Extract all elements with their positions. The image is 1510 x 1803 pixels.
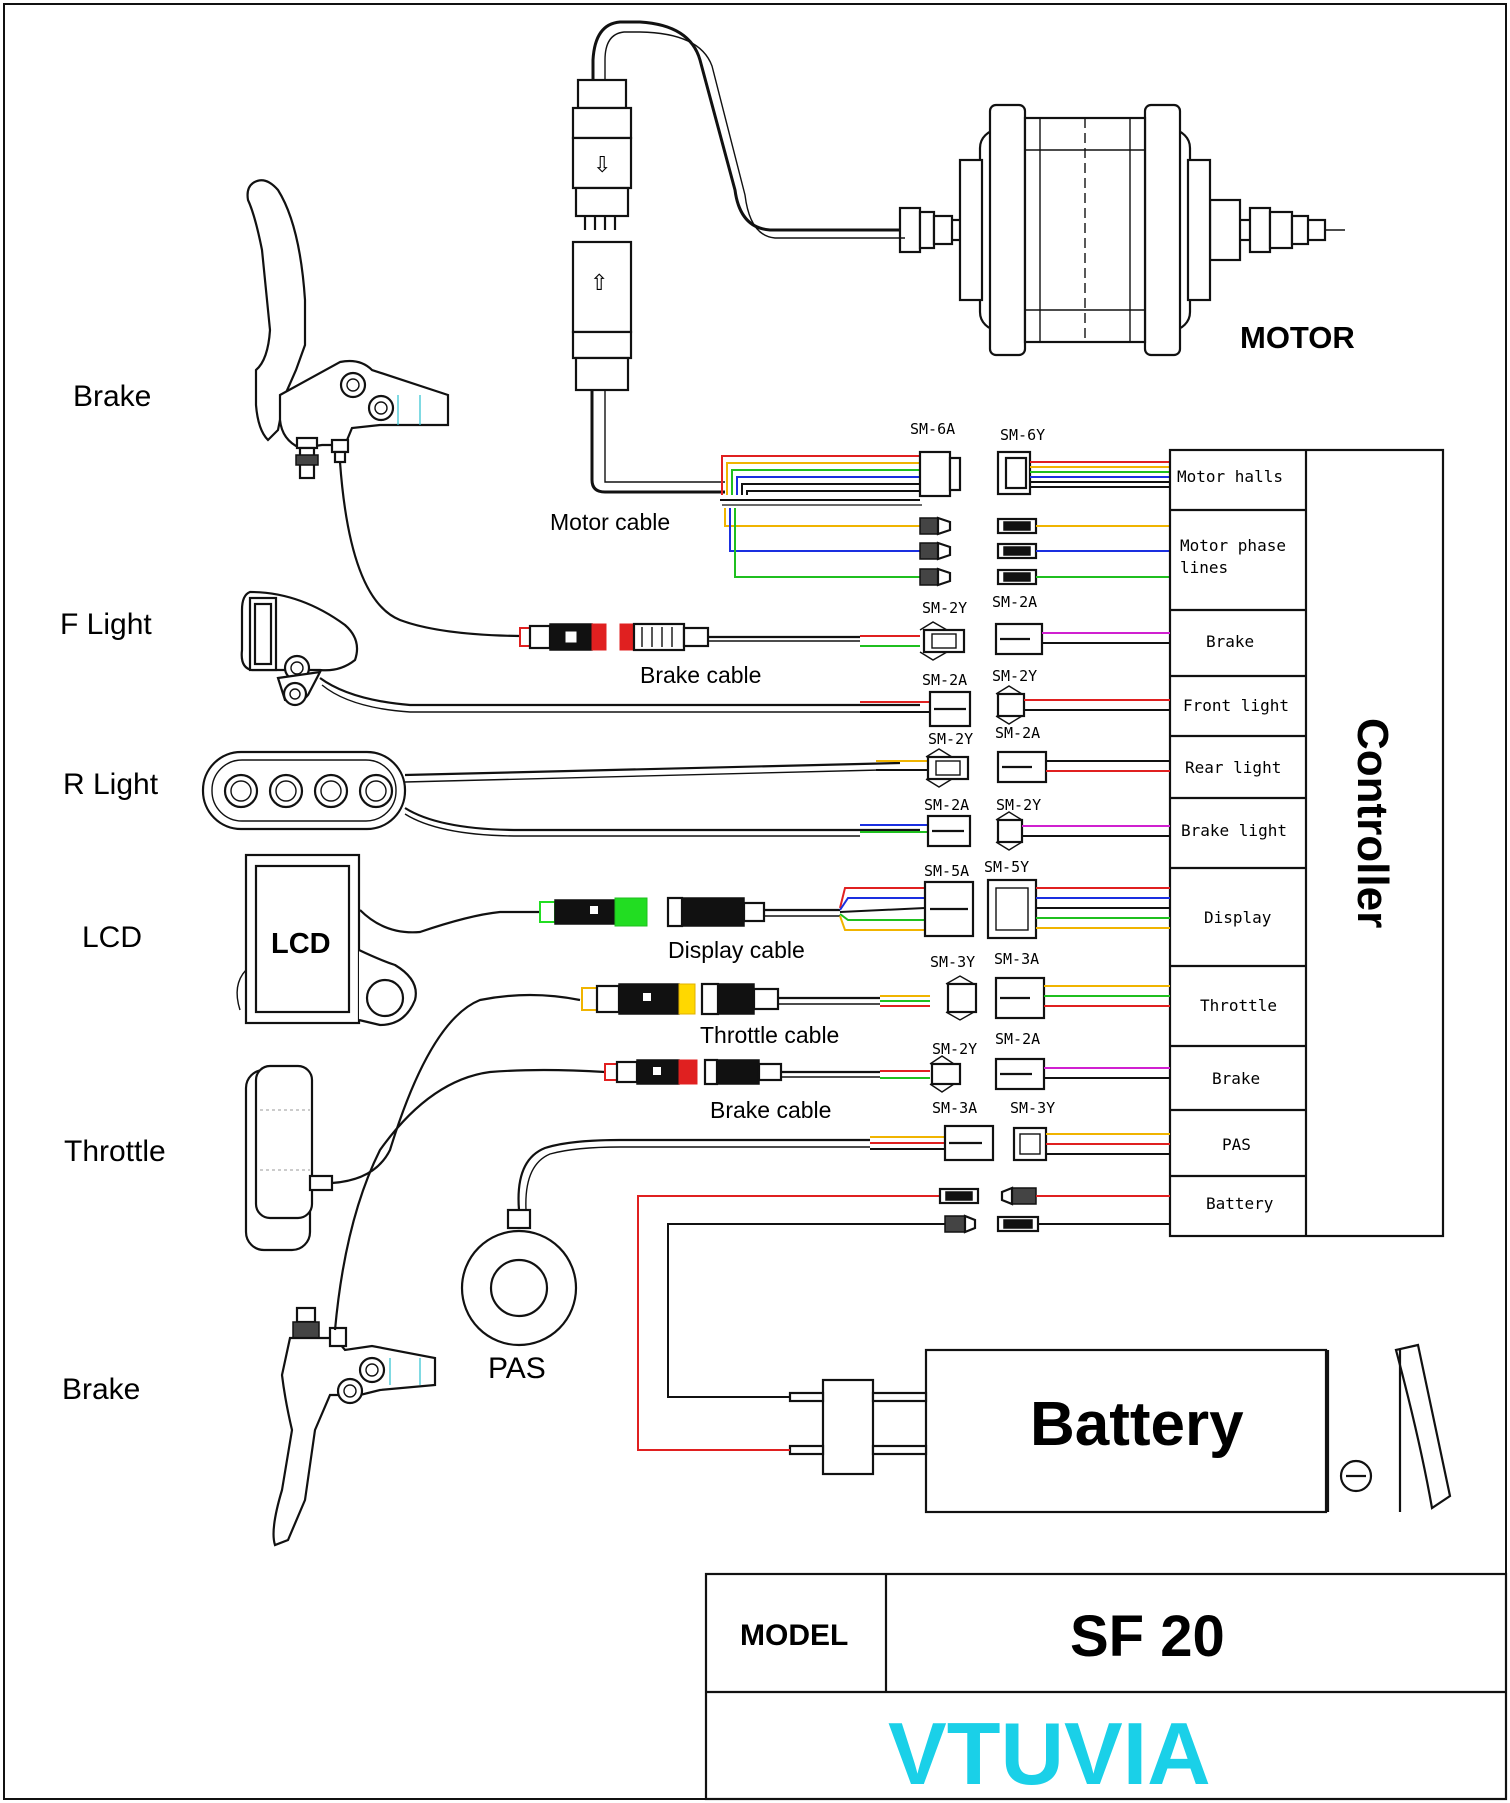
label-brake-bottom: Brake xyxy=(62,1373,140,1406)
blight-connector-pair xyxy=(926,811,1024,851)
brake1-left-label: SM-2Y xyxy=(922,599,967,617)
headlight-drawing xyxy=(240,590,359,707)
throttle-cable-label: Throttle cable xyxy=(700,1022,839,1048)
phase-wires-left xyxy=(724,508,920,578)
pas-wire xyxy=(517,1138,870,1211)
port-front-light: Front light xyxy=(1183,696,1289,715)
hall-left-label: SM-6A xyxy=(910,420,955,438)
lcd-display-drawing xyxy=(236,853,417,1027)
battery-red-wire xyxy=(637,1195,940,1451)
rear-light-drawing xyxy=(201,750,407,831)
port-display: Display xyxy=(1204,908,1272,927)
label-r-light: R Light xyxy=(63,768,159,801)
label-f-light: F Light xyxy=(60,608,152,641)
model-label: MODEL xyxy=(740,1619,848,1652)
battery-drawing xyxy=(788,1343,1452,1514)
flight-left-label: SM-2A xyxy=(922,671,967,689)
battery-connectors xyxy=(938,1186,1040,1234)
brake1-right-label: SM-2A xyxy=(992,593,1037,611)
svg-text:⇧: ⇧ xyxy=(590,270,608,295)
display-left-label: SM-5A xyxy=(924,862,969,880)
pas-label: PAS xyxy=(488,1352,546,1385)
blight-left-label: SM-2A xyxy=(924,796,969,814)
port-battery: Battery xyxy=(1206,1194,1274,1213)
svg-text:⇩: ⇩ xyxy=(593,152,611,177)
throttle-drawing xyxy=(244,1064,334,1252)
pas-right-label: SM-3Y xyxy=(1010,1099,1055,1117)
port-motor-phase-2: lines xyxy=(1180,558,1228,577)
brake-cable-1-wire xyxy=(338,461,521,638)
controller-box xyxy=(1168,448,1445,1238)
label-throttle: Throttle xyxy=(64,1135,166,1168)
throttle-connector-pair xyxy=(945,975,1046,1021)
port-brake-light: Brake light xyxy=(1181,821,1287,840)
brake-cable-1-connector xyxy=(519,622,860,652)
brake-cable-2-label: Brake cable xyxy=(710,1097,831,1123)
display-connector-pair xyxy=(923,878,1038,940)
display-cable-label: Display cable xyxy=(668,937,805,963)
port-brake-1: Brake xyxy=(1206,632,1254,651)
label-brake-top: Brake xyxy=(73,380,151,413)
pas-connector-pair xyxy=(943,1124,1048,1162)
rlight-connector-pair xyxy=(925,748,1048,788)
pas-sensor-drawing xyxy=(460,1208,578,1347)
front-light-wire xyxy=(319,677,920,707)
port-pas: PAS xyxy=(1222,1135,1251,1154)
display-right-label: SM-5Y xyxy=(984,858,1029,876)
port-motor-phase: Motor phase xyxy=(1180,536,1286,555)
brake-lever-bottom-drawing xyxy=(272,1306,437,1547)
motor-label: MOTOR xyxy=(1240,320,1355,355)
blight-right-label: SM-2Y xyxy=(996,796,1041,814)
lcd-screen-label: LCD xyxy=(271,928,331,960)
port-throttle: Throttle xyxy=(1200,996,1277,1015)
battery-black-wire xyxy=(667,1223,945,1398)
model-value: SF 20 xyxy=(1070,1604,1225,1669)
motor-connector-female: ⇧ xyxy=(571,240,633,392)
hall-right-label: SM-6Y xyxy=(1000,426,1045,444)
brake-cable-1-label: Brake cable xyxy=(640,662,761,688)
motor-hub-drawing xyxy=(898,103,1345,357)
motor-connector-male: ⇩ xyxy=(571,78,633,230)
port-motor-halls: Motor halls xyxy=(1177,467,1283,486)
hall-connector-sm6a xyxy=(918,450,962,498)
port-rear-light: Rear light xyxy=(1185,758,1281,777)
battery-label: Battery xyxy=(1030,1390,1244,1459)
brand-logo: VTUVIA xyxy=(888,1704,1211,1803)
lcd-wire xyxy=(359,909,540,934)
display-wires-right xyxy=(1036,887,1170,929)
motor-cable-top xyxy=(591,20,900,232)
flight-connector-pair xyxy=(928,685,1026,728)
phase-connectors xyxy=(919,516,1038,587)
brake2-right-label: SM-2A xyxy=(995,1030,1040,1048)
port-brake-2: Brake xyxy=(1212,1069,1260,1088)
rlight-right-label: SM-2A xyxy=(995,724,1040,742)
throttle-left-label: SM-3Y xyxy=(930,953,975,971)
pas-left-label: SM-3A xyxy=(932,1099,977,1117)
brake-cable-2-wire xyxy=(333,1068,606,1331)
title-block xyxy=(704,1572,1508,1801)
hall-connector-sm6y xyxy=(996,450,1032,496)
display-wires-left xyxy=(839,887,926,931)
hall-wires-right xyxy=(1030,461,1170,488)
brake2-connector-pair xyxy=(929,1055,1046,1093)
label-lcd: LCD xyxy=(82,921,142,954)
throttle-cable-connector xyxy=(581,982,880,1016)
display-cable-connector xyxy=(539,896,840,928)
flight-right-label: SM-2Y xyxy=(992,667,1037,685)
throttle-wire xyxy=(331,993,581,1185)
rear-light-wire xyxy=(404,761,901,777)
hall-wires-left xyxy=(720,455,922,506)
brake-cable-2-connector xyxy=(604,1058,880,1086)
controller-title: Controller xyxy=(1348,718,1397,928)
motor-cable-label: Motor cable xyxy=(550,509,670,535)
brake-light-wire xyxy=(404,807,920,832)
rlight-left-label: SM-2Y xyxy=(928,730,973,748)
throttle-right-label: SM-3A xyxy=(994,950,1039,968)
brake2-left-label: SM-2Y xyxy=(932,1040,977,1058)
brake-lever-drawing xyxy=(246,179,450,480)
brake1-connector-pair xyxy=(919,621,1044,661)
